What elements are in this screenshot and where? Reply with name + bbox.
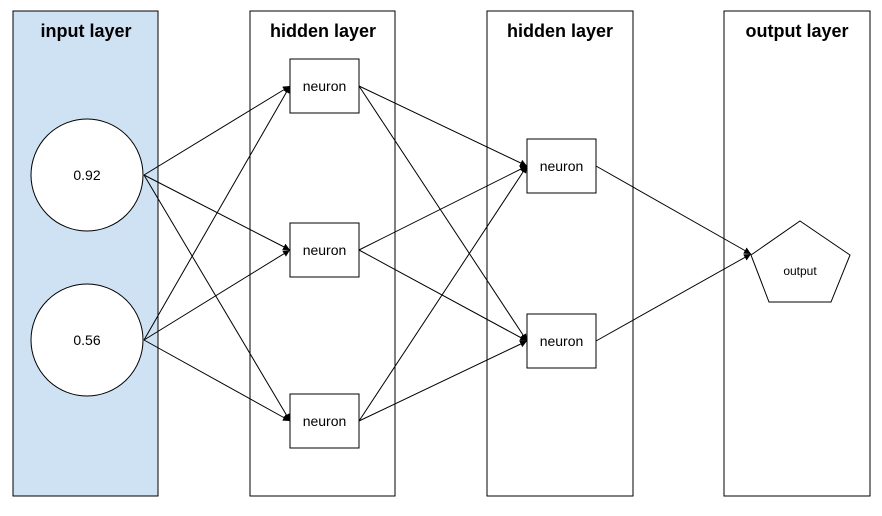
- edge-h2-g1: [358, 165, 528, 251]
- hidden-layer-1-title: hidden layer: [270, 21, 376, 41]
- output-node-label: output: [783, 264, 817, 278]
- hidden1-neuron-3-label: neuron: [303, 413, 347, 429]
- hidden1-neuron-3: [289, 393, 360, 449]
- hidden1-neuron-2: [289, 222, 360, 278]
- edge-in1-h1: [143, 85, 291, 176]
- edge-h1-g2: [358, 85, 528, 342]
- output-layer-title: output layer: [745, 21, 848, 41]
- edge-in2-h1: [143, 85, 291, 341]
- hidden1-neuron-1-label: neuron: [303, 78, 347, 94]
- hidden-layer-2-title: hidden layer: [507, 21, 613, 41]
- hidden2-neuron-1: [526, 138, 597, 194]
- edge-g2-out: [595, 253, 752, 342]
- connections-input-hidden1: [143, 85, 291, 422]
- edge-in2-h2: [143, 249, 291, 341]
- input-layer-panel: [12, 10, 159, 497]
- edge-h3-g2: [358, 340, 528, 422]
- input-node-2: [30, 283, 144, 397]
- edge-h3-g1: [358, 165, 528, 422]
- connections-hidden1-hidden2: [358, 85, 528, 422]
- hidden2-neuron-2-label: neuron: [540, 333, 584, 349]
- input-layer-title: input layer: [40, 21, 131, 41]
- edge-in2-h3: [143, 339, 291, 422]
- edge-h2-g2: [358, 249, 528, 342]
- edge-g1-out: [595, 165, 752, 255]
- input-node-2-value: 0.56: [73, 332, 100, 348]
- output-node: [750, 220, 851, 303]
- hidden1-neuron-2-label: neuron: [303, 242, 347, 258]
- hidden2-neuron-1-label: neuron: [540, 158, 584, 174]
- connections-hidden2-output: [595, 165, 752, 342]
- edge-h1-g1: [358, 85, 528, 167]
- input-node-1: [30, 118, 144, 232]
- hidden2-neuron-2: [526, 313, 597, 369]
- hidden1-neuron-1: [289, 58, 360, 114]
- hidden-layer-2-panel: [486, 10, 634, 497]
- input-node-1-value: 0.92: [73, 167, 100, 183]
- edge-in1-h3: [143, 174, 291, 422]
